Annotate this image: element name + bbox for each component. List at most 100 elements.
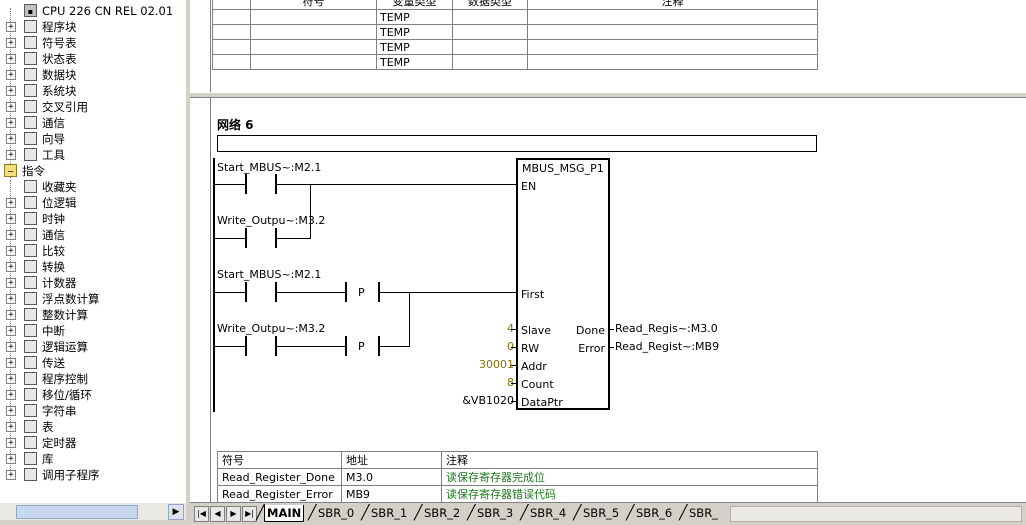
- ladder-editor[interactable]: 网络 6 Start_MBUS~:M2.1 Write_Outpu~:M3.2 …: [190, 98, 1026, 502]
- instruction-item-0[interactable]: 收藏夹: [0, 179, 186, 195]
- tab-sbr_3[interactable]: SBR_3: [477, 506, 514, 520]
- instruction-item-14[interactable]: +字符串: [0, 403, 186, 419]
- expand-icon[interactable]: +: [6, 342, 16, 352]
- contact-4-left[interactable]: [245, 336, 247, 356]
- contact-3-left[interactable]: [245, 282, 247, 302]
- mbus-msg-block[interactable]: MBUS_MSG_P1 EN First Slave RW Addr Count…: [516, 158, 610, 410]
- contact-3-right[interactable]: [275, 282, 277, 302]
- expand-icon[interactable]: +: [6, 438, 16, 448]
- expand-icon[interactable]: +: [6, 422, 16, 432]
- expand-icon[interactable]: +: [6, 230, 16, 240]
- expand-icon[interactable]: +: [6, 294, 16, 304]
- table-row[interactable]: Read_Register_Error MB9 读保存寄存器错误代码: [217, 485, 818, 502]
- tree-item-4[interactable]: +系统块: [0, 83, 186, 99]
- contact-1-right[interactable]: [275, 174, 277, 194]
- expand-icon[interactable]: +: [6, 102, 16, 112]
- contact-4-right[interactable]: [275, 336, 277, 356]
- var-table-row[interactable]: TEMP: [212, 9, 818, 25]
- param-count-value[interactable]: 8: [507, 376, 514, 389]
- expand-icon[interactable]: +: [6, 374, 16, 384]
- expand-icon[interactable]: +: [6, 22, 16, 32]
- param-addr-value[interactable]: 30001: [479, 358, 514, 371]
- tree-item-instructions[interactable]: − 指令: [0, 163, 186, 179]
- tab-main[interactable]: MAIN: [264, 505, 305, 522]
- param-slave-value[interactable]: 4: [507, 322, 514, 335]
- contact-1-left[interactable]: [245, 174, 247, 194]
- out-error-value[interactable]: Read_Regist~:MB9: [615, 340, 720, 353]
- instruction-item-15[interactable]: +表: [0, 419, 186, 435]
- instruction-item-9[interactable]: +中断: [0, 323, 186, 339]
- contact-2-right[interactable]: [275, 228, 277, 248]
- tab-sbr_5[interactable]: SBR_5: [583, 506, 620, 520]
- instruction-item-17[interactable]: +库: [0, 451, 186, 467]
- tree-item-2[interactable]: +状态表: [0, 51, 186, 67]
- expand-icon[interactable]: +: [6, 454, 16, 464]
- horizontal-splitter[interactable]: [190, 92, 1026, 98]
- contact-2-left[interactable]: [245, 228, 247, 248]
- var-table-row[interactable]: TEMP: [212, 39, 818, 55]
- instruction-item-3[interactable]: +通信: [0, 227, 186, 243]
- expand-icon[interactable]: +: [6, 470, 16, 480]
- last-tab-icon[interactable]: ▶|: [242, 506, 257, 522]
- tab-sbr_1[interactable]: SBR_1: [371, 506, 408, 520]
- instruction-item-18[interactable]: +调用子程序: [0, 467, 186, 483]
- tree-item-1[interactable]: +符号表: [0, 35, 186, 51]
- expand-icon[interactable]: +: [6, 86, 16, 96]
- expand-icon[interactable]: +: [6, 118, 16, 128]
- tree-item-3[interactable]: +数据块: [0, 67, 186, 83]
- instruction-item-11[interactable]: +传送: [0, 355, 186, 371]
- tree-item-5[interactable]: +交叉引用: [0, 99, 186, 115]
- scroll-thumb[interactable]: [16, 505, 138, 519]
- var-table-row[interactable]: TEMP: [212, 54, 818, 70]
- expand-icon[interactable]: +: [6, 134, 16, 144]
- expand-icon[interactable]: +: [6, 262, 16, 272]
- expand-icon[interactable]: +: [6, 310, 16, 320]
- tab-sbr_4[interactable]: SBR_4: [530, 506, 567, 520]
- tab-sbr_2[interactable]: SBR_2: [424, 506, 461, 520]
- expand-icon[interactable]: +: [6, 150, 16, 160]
- tree-item-0[interactable]: +程序块: [0, 19, 186, 35]
- tree-item-cpu[interactable]: ▪ CPU 226 CN REL 02.01: [0, 3, 186, 19]
- expand-icon[interactable]: +: [6, 390, 16, 400]
- p-edge-2-right[interactable]: [378, 336, 380, 356]
- expand-icon[interactable]: +: [6, 198, 16, 208]
- expand-icon[interactable]: +: [6, 54, 16, 64]
- instruction-item-16[interactable]: +定时器: [0, 435, 186, 451]
- out-done-value[interactable]: Read_Regis~:M3.0: [615, 322, 718, 335]
- p-edge-2-left[interactable]: [345, 336, 347, 356]
- tab-sbr_[interactable]: SBR_: [689, 506, 718, 520]
- tree-item-8[interactable]: +工具: [0, 147, 186, 163]
- instruction-item-7[interactable]: +浮点数计算: [0, 291, 186, 307]
- scroll-right-arrow-icon[interactable]: ▶: [168, 504, 184, 520]
- expand-icon[interactable]: +: [6, 38, 16, 48]
- p-edge-1-left[interactable]: [345, 282, 347, 302]
- network-comment-field[interactable]: [217, 135, 817, 152]
- tree-item-7[interactable]: +向导: [0, 131, 186, 147]
- next-tab-icon[interactable]: ▶: [226, 506, 241, 522]
- expand-icon[interactable]: +: [6, 278, 16, 288]
- expand-icon[interactable]: +: [6, 70, 16, 80]
- editor-horizontal-scrollbar[interactable]: [730, 506, 1022, 522]
- expand-icon[interactable]: +: [6, 246, 16, 256]
- tree-item-6[interactable]: +通信: [0, 115, 186, 131]
- table-row[interactable]: Read_Register_Done M3.0 读保存寄存器完成位: [217, 468, 818, 486]
- instruction-item-1[interactable]: +位逻辑: [0, 195, 186, 211]
- param-rw-value[interactable]: 0: [507, 340, 514, 353]
- first-tab-icon[interactable]: |◀: [194, 506, 209, 522]
- var-table-row[interactable]: TEMP: [212, 24, 818, 40]
- project-tree[interactable]: ▪ CPU 226 CN REL 02.01 +程序块+符号表+状态表+数据块+…: [0, 0, 186, 502]
- tab-sbr_6[interactable]: SBR_6: [636, 506, 673, 520]
- tab-sbr_0[interactable]: SBR_0: [318, 506, 355, 520]
- instruction-item-5[interactable]: +转换: [0, 259, 186, 275]
- instruction-item-4[interactable]: +比较: [0, 243, 186, 259]
- tree-horizontal-scrollbar[interactable]: ▶: [0, 502, 186, 520]
- instruction-item-8[interactable]: +整数计算: [0, 307, 186, 323]
- expand-icon[interactable]: +: [6, 214, 16, 224]
- expand-icon[interactable]: +: [6, 326, 16, 336]
- vertical-splitter[interactable]: [186, 0, 190, 524]
- p-edge-1-right[interactable]: [378, 282, 380, 302]
- instruction-item-10[interactable]: +逻辑运算: [0, 339, 186, 355]
- expand-icon[interactable]: +: [6, 358, 16, 368]
- instruction-item-13[interactable]: +移位/循环: [0, 387, 186, 403]
- instruction-item-12[interactable]: +程序控制: [0, 371, 186, 387]
